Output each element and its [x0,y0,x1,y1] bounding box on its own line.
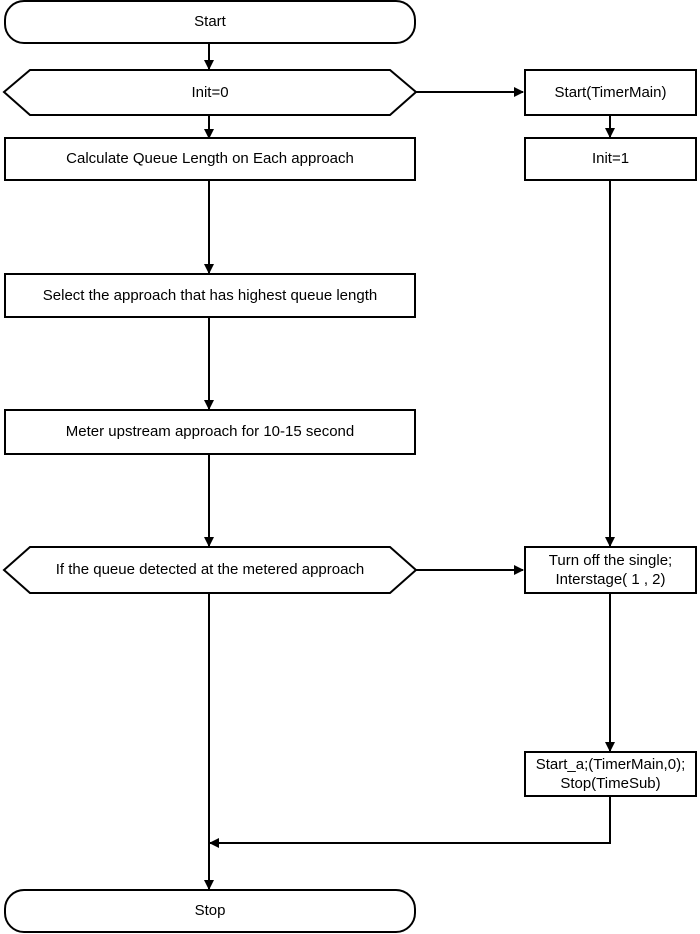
terminal-start-label: Start [194,13,226,31]
decision-init0-shape [2,69,418,116]
decision-queue-shape [2,546,418,594]
process-select-approach-label: Select the approach that has highest que… [42,286,378,304]
decision-init0-label: Init=0 [191,83,229,101]
process-init1-label: Init=1 [591,150,630,168]
process-select-approach: Select the approach that has highest que… [4,273,416,318]
decision-init0: Init=0 [30,70,390,115]
process-start-a: Start_a;(TimerMain,0); Stop(TimeSub) [524,751,697,797]
process-meter-upstream-label: Meter upstream approach for 10-15 second [65,423,355,441]
process-init1: Init=1 [524,137,697,181]
process-start-timer-main: Start(TimerMain) [524,69,697,116]
terminal-stop: Stop [4,889,416,933]
process-calculate-queue: Calculate Queue Length on Each approach [4,137,416,181]
process-calculate-queue-label: Calculate Queue Length on Each approach [66,150,354,168]
process-start-timer-main-label: Start(TimerMain) [554,83,667,101]
decision-queue-detected: If the queue detected at the metered app… [24,547,396,593]
arrow-starta-to-mainline [209,797,611,848]
process-meter-upstream: Meter upstream approach for 10-15 second [4,409,416,455]
decision-queue-detected-label: If the queue detected at the metered app… [55,561,365,579]
terminal-start: Start [4,0,416,44]
process-start-a-label: Start_a;(TimerMain,0); Stop(TimeSub) [535,755,686,793]
terminal-stop-label: Stop [194,902,226,920]
process-turn-off-signal: Turn off the single; Interstage( 1 , 2) [524,546,697,594]
process-turn-off-signal-label: Turn off the single; Interstage( 1 , 2) [548,551,673,589]
